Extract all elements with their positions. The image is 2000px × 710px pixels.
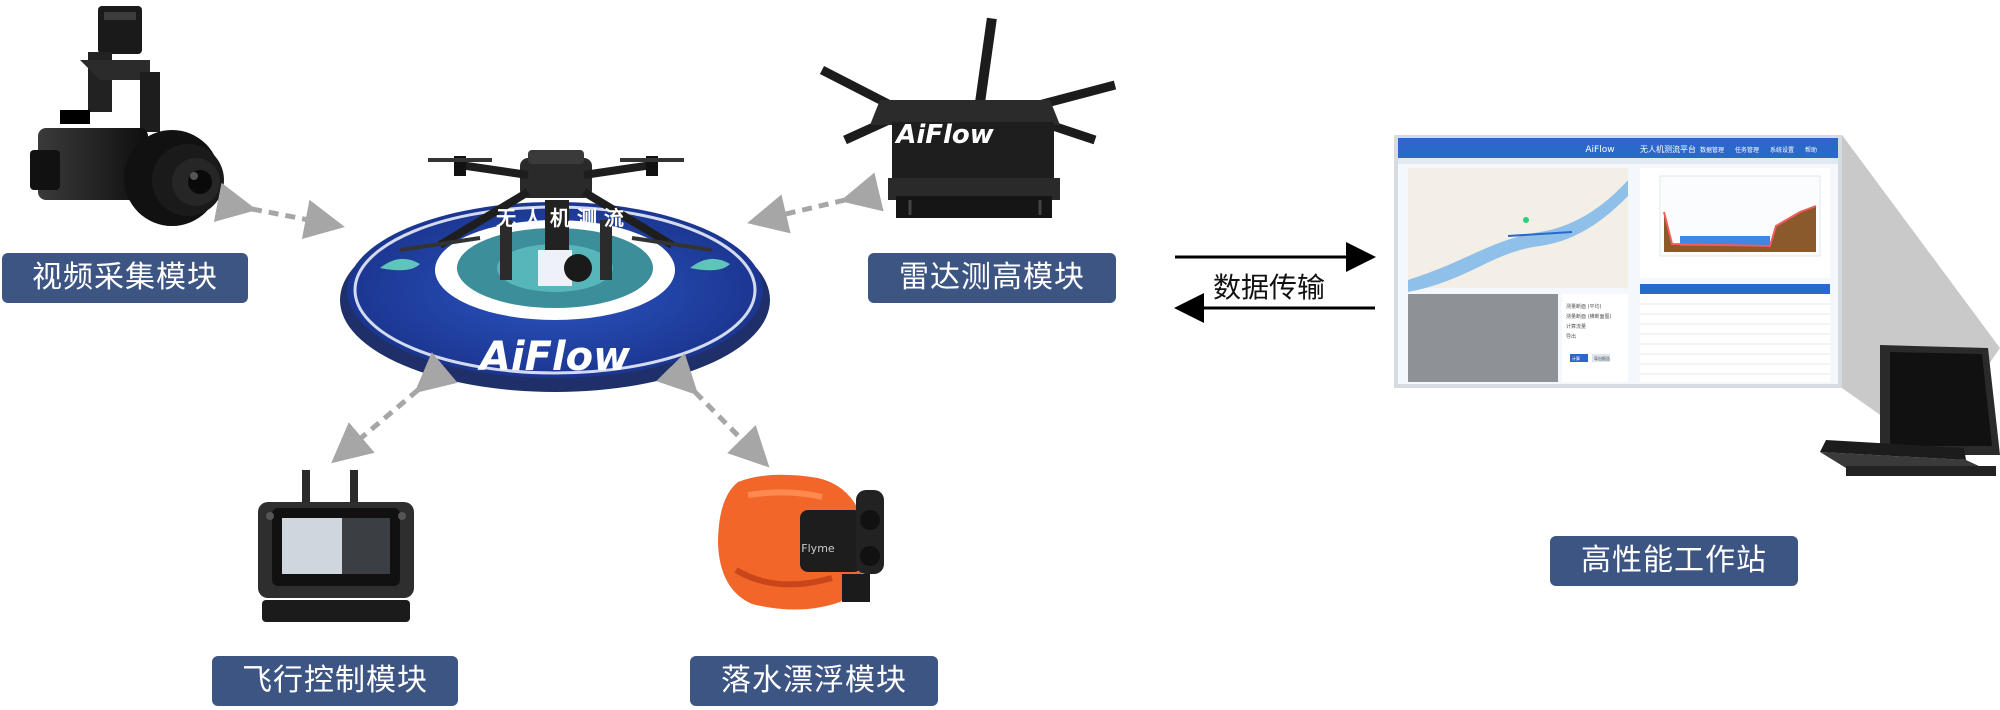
screen-panel-item-2: 计算流量 [1566,323,1586,330]
screen-nav-2: 系统设置 [1770,146,1794,154]
screen-nav-3: 帮助 [1805,146,1817,154]
pad-ring-text: 无 人 机 测 流 [496,206,624,230]
screen-panel-item-1: 测量断面 (横断面图) [1566,313,1612,320]
float-brand: Flyme [801,542,835,555]
screen-brand: AiFlow [1585,145,1614,155]
remote-controller-icon [258,470,414,622]
label-flight-module: 飞行控制模块 [212,656,458,706]
link-arrows [213,172,884,468]
radar-sensor-icon [819,17,1117,218]
label-float-module: 落水漂浮模块 [690,656,938,706]
screen-nav-0: 数据管理 [1700,146,1724,154]
laptop-icon [1820,345,2000,476]
label-workstation: 高性能工作站 [1550,536,1798,586]
link-video-drone [213,182,345,239]
screen-nav-1: 任务管理 [1735,146,1759,154]
screen-button-0: 计算 [1572,355,1580,361]
screen-panel-item-3: 导出 [1566,333,1576,340]
workstation-screen [1394,135,1842,388]
float-device-icon [718,474,884,610]
drone-icon [399,150,713,282]
link-drone-float [656,353,770,468]
radar-brand: AiFlow [894,120,995,150]
link-radar-drone [747,172,884,234]
link-drone-controller [331,352,458,464]
label-video-module: 视频采集模块 [2,253,248,303]
transfer-label: 数据传输 [1213,271,1326,304]
video-camera-icon [30,6,224,226]
screen-button-1: 导出报告 [1594,355,1610,361]
screen-panel-item-0: 测量断面 (平均) [1566,303,1602,310]
screen-title: 无人机测流平台 [1640,144,1696,154]
label-radar-module: 雷达测高模块 [868,253,1116,303]
pad-brand: AiFlow [477,334,631,380]
